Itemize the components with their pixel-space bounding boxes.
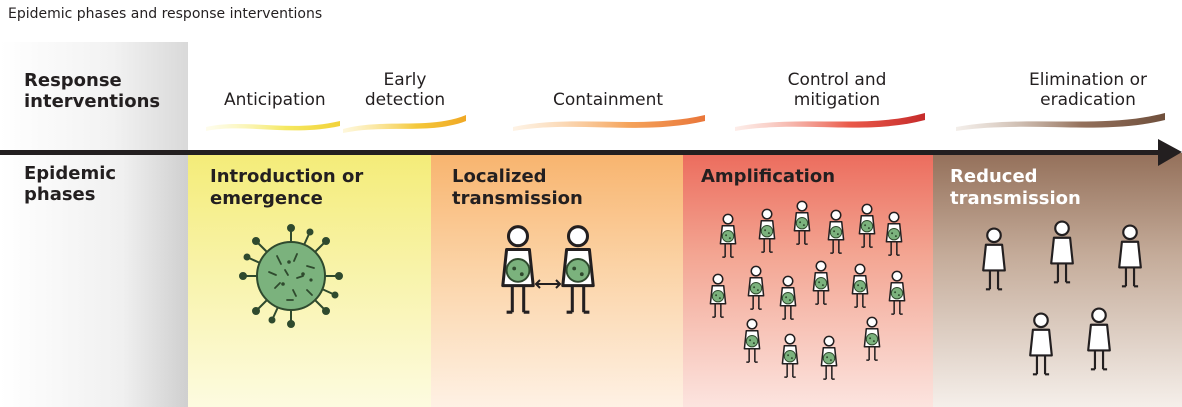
phase-title-localized: Localized transmission: [452, 166, 583, 209]
infected-crowd-icon: [710, 201, 904, 379]
intervention-elimination: Elimination or eradication: [1028, 70, 1148, 110]
swoosh-containment: [513, 115, 705, 131]
phase-title-amplification: Amplification: [701, 166, 836, 187]
intervention-containment: Containment: [553, 90, 664, 110]
epidemic-phases-label: Epidemic phases: [24, 163, 117, 205]
intervention-early-detection: Early detection: [364, 70, 446, 110]
timeline-arrowhead: [1158, 139, 1182, 166]
swoosh-early-detection: [343, 115, 466, 133]
healthy-people-icon: [982, 220, 1142, 376]
figure-title: Epidemic phases and response interventio…: [8, 6, 323, 22]
swoosh-anticipation: [206, 121, 340, 131]
virus-icon: [239, 224, 343, 328]
transmission-pair-icon: [503, 227, 593, 313]
swoosh-control-mitigation: [735, 113, 925, 131]
response-band: [188, 42, 1182, 153]
phase-panel-amplification: [683, 153, 933, 407]
intervention-control-mitigation: Control and mitigation: [787, 70, 887, 110]
phase-title-reduced: Reduced transmission: [950, 166, 1081, 209]
phase-title-introduction: Introduction or emergence: [210, 166, 364, 209]
response-header-panel: [0, 42, 188, 153]
intervention-anticipation: Anticipation: [224, 90, 326, 110]
response-interventions-label: Response interventions: [24, 70, 161, 112]
double-arrow-icon: [534, 279, 562, 289]
phases-header-panel: [0, 153, 188, 407]
swoosh-elimination: [956, 113, 1165, 131]
timeline-arrow-shaft: [0, 150, 1162, 155]
